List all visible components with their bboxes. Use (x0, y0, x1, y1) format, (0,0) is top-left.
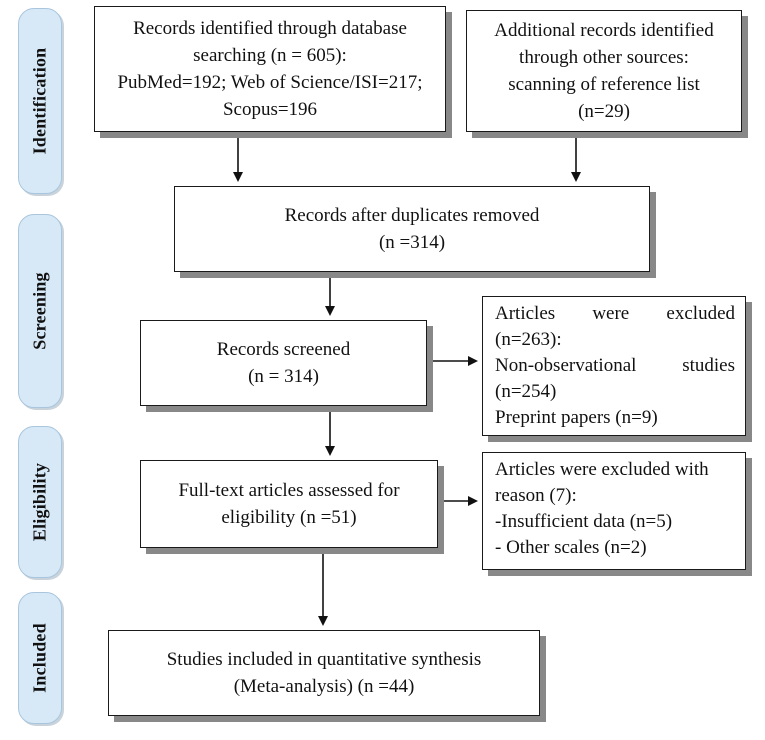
eligibility-excluded-box: Articles were excluded with reason (7): … (482, 452, 746, 570)
box-line: Additional records identified (494, 20, 714, 41)
other-sources-box: Additional records identified through ot… (466, 10, 742, 132)
box-line: (n=254) (495, 381, 557, 402)
box-line: PubMed=192; Web of Science/ISI=217; (117, 72, 423, 93)
box-line: -Insufficient data (n=5) (495, 511, 673, 532)
stage-included: Included (18, 592, 62, 724)
box-line: Records after duplicates removed (284, 205, 540, 226)
screening-excluded-box: Articles were excluded (n=263): Non-obse… (482, 296, 746, 436)
duplicates-removed-box: Records after duplicates removed (n =314… (174, 186, 650, 272)
box-line: Articles were excluded (495, 303, 735, 324)
box-line: scanning of reference list (508, 74, 700, 95)
box-line: Records screened (216, 339, 351, 360)
stage-identification: Identification (18, 8, 62, 194)
stage-label: Included (29, 623, 50, 693)
stage-label: Identification (29, 47, 50, 155)
stage-screening: Screening (18, 214, 62, 408)
box-line: - Other scales (n=2) (495, 537, 647, 558)
box-line: searching (n = 605): (193, 45, 347, 66)
stage-label: Eligibility (29, 462, 50, 542)
box-line: Full-text articles assessed for (178, 480, 400, 501)
full-text-box: Full-text articles assessed for eligibil… (140, 460, 438, 548)
box-line: eligibility (n =51) (221, 507, 357, 528)
box-line: (Meta-analysis) (n =44) (233, 676, 415, 697)
stage-eligibility: Eligibility (18, 426, 62, 578)
records-screened-box: Records screened (n = 314) (140, 320, 427, 406)
box-line: reason (7): (495, 485, 577, 506)
box-line: (n=263): (495, 329, 562, 350)
box-line: (n = 314) (248, 366, 319, 387)
box-line: Preprint papers (n=9) (495, 407, 658, 428)
box-line: Articles were excluded with (495, 459, 709, 480)
box-line: (n =314) (378, 232, 446, 253)
included-studies-box: Studies included in quantitative synthes… (108, 630, 540, 716)
box-line: Studies included in quantitative synthes… (166, 649, 482, 670)
box-line: through other sources: (519, 47, 689, 68)
stage-label: Screening (29, 272, 50, 350)
box-line: Non-observational studies (495, 355, 735, 376)
box-line: Records identified through database (133, 18, 407, 39)
box-line: (n=29) (578, 101, 630, 122)
database-search-box: Records identified through database sear… (94, 6, 446, 132)
box-line: Scopus=196 (222, 99, 318, 120)
